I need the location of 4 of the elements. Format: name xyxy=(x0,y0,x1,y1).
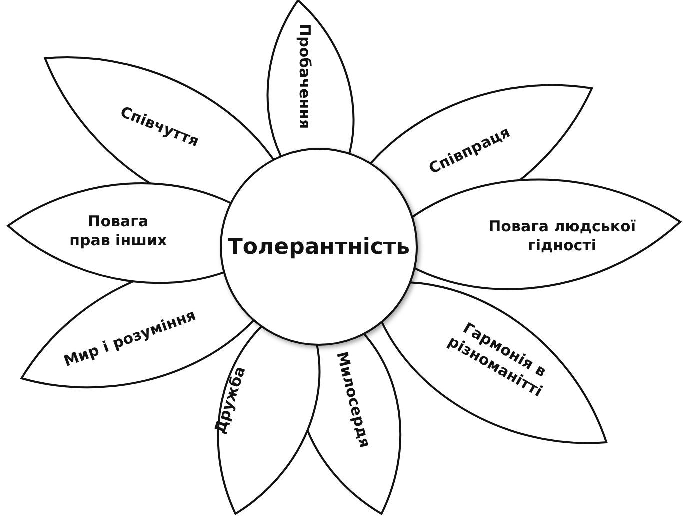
petal-label: Повага людської гідності xyxy=(487,217,637,255)
petal-label: Повага прав інших xyxy=(68,213,168,251)
petal-label: Пробачення xyxy=(296,24,314,129)
center-label: Толерантність xyxy=(228,234,410,260)
